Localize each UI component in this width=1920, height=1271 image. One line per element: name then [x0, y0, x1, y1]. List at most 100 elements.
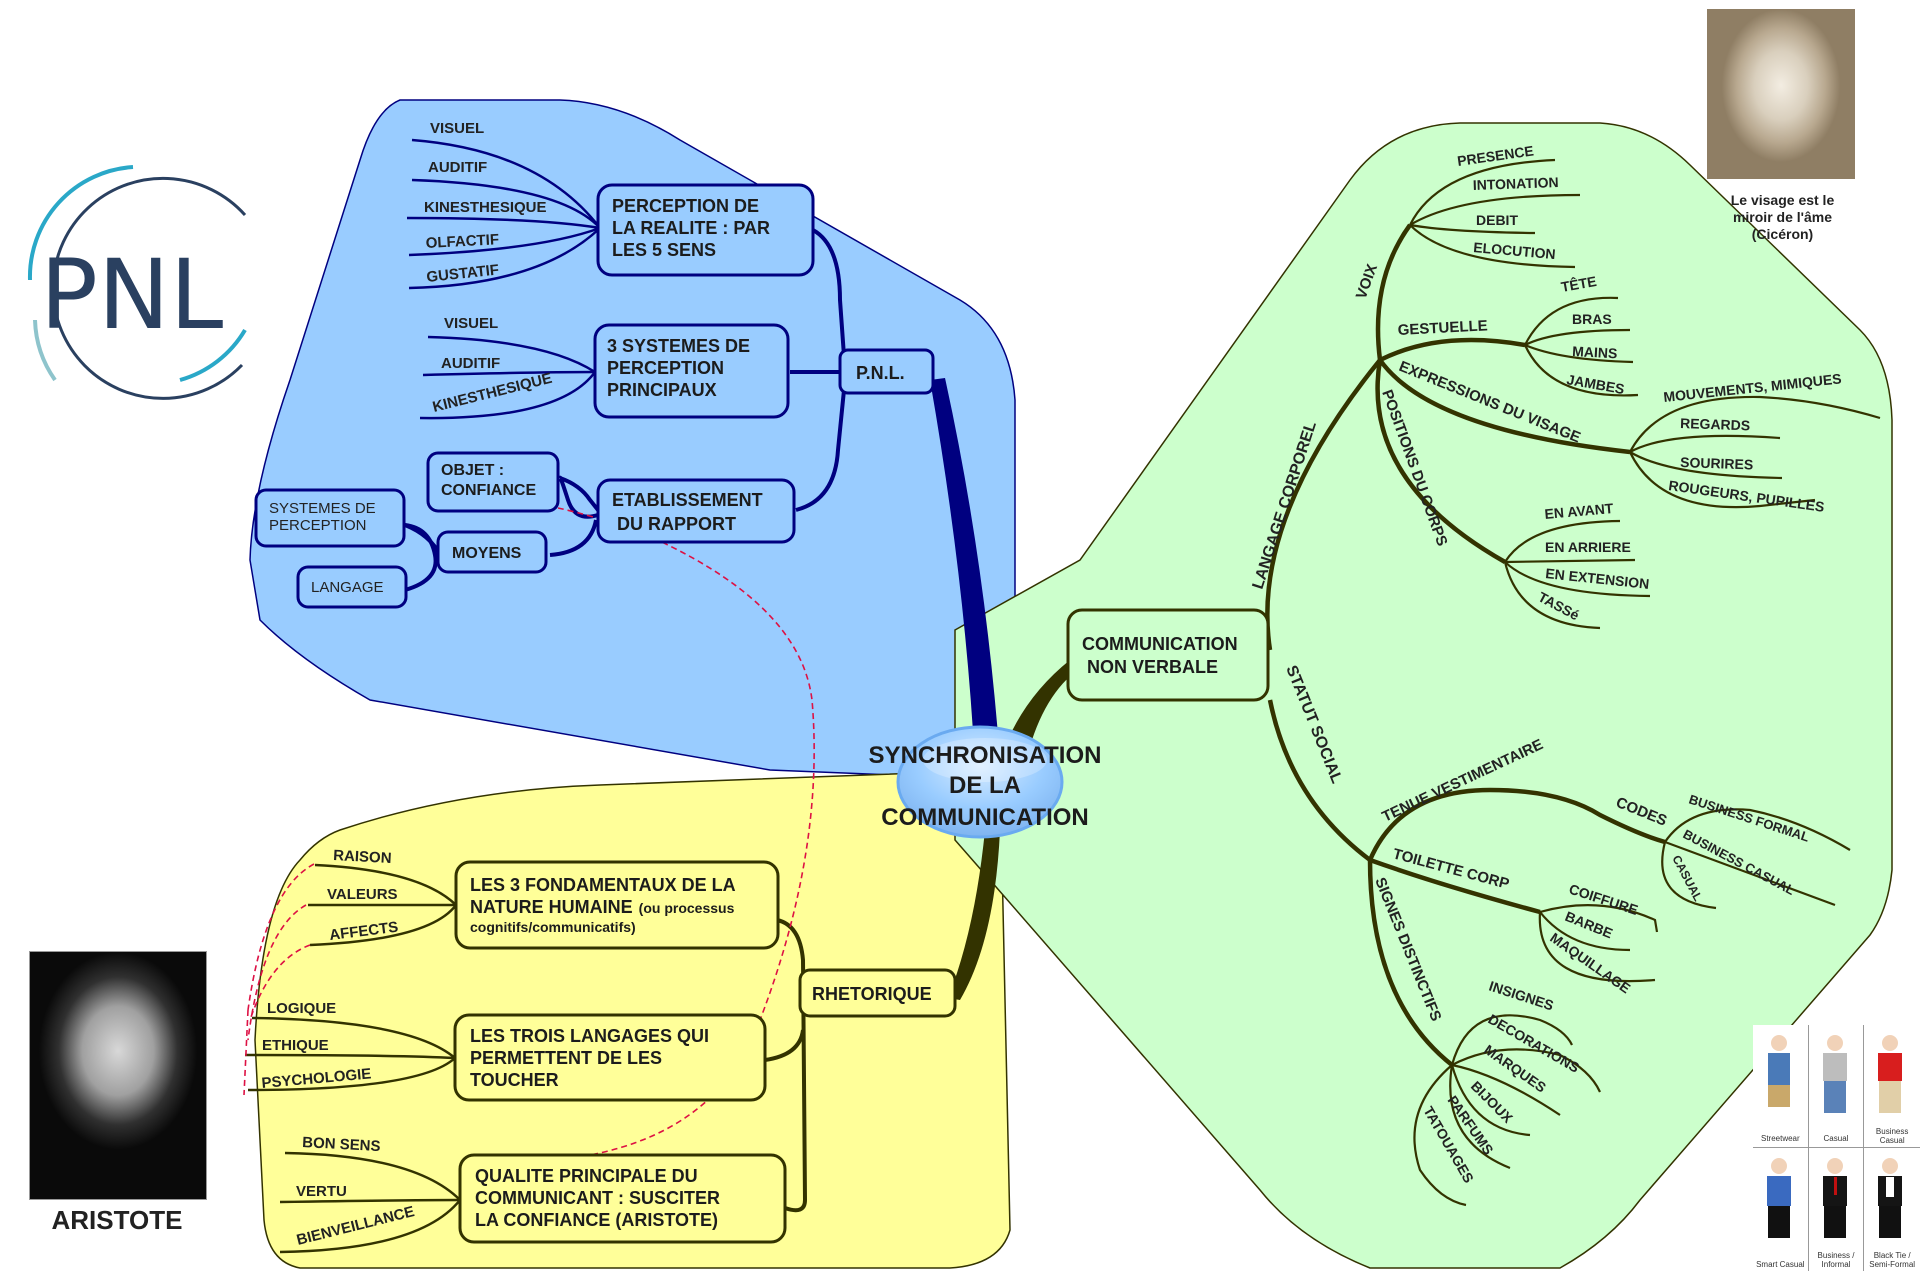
node-rhetorique[interactable]: RHETORIQUE: [798, 968, 957, 1018]
dress-code-grid: Streetwear Casual Business Casual Smart …: [1753, 1025, 1920, 1271]
label-gestuelle: GESTUELLE: [1397, 317, 1488, 339]
leaf-raison: RAISON: [333, 847, 392, 867]
leaf-sourires: SOURIRES: [1680, 454, 1754, 473]
node-nv-line-1: COMMUNICATION: [1082, 634, 1238, 654]
dress-smart-casual: Smart Casual: [1753, 1148, 1809, 1271]
node-lang-line-3: TOUCHER: [470, 1070, 559, 1090]
leaf-tete: TÊTE: [1560, 272, 1598, 295]
node-langage[interactable]: LANGAGE: [296, 565, 408, 609]
node-systemes-line-3: PRINCIPAUX: [607, 380, 717, 400]
ciceron-caption-line-2: miroir de l'âme: [1732, 209, 1833, 225]
pnl-logo: PNL: [27, 165, 247, 400]
systemes-fan: [419, 335, 597, 420]
node-etablissement-rapport[interactable]: ETABLISSEMENT DU RAPPORT: [596, 478, 796, 544]
leaf-elocution: ELOCUTION: [1473, 239, 1557, 262]
central-line-2: DE LA: [949, 772, 1021, 799]
node-pnl-label: P.N.L.: [856, 363, 905, 383]
node-qual-line-3: LA CONFIANCE (ARISTOTE): [475, 1210, 718, 1230]
leaf-regards: REGARDS: [1680, 415, 1751, 433]
ciceron-caption-line-3: (Cicéron): [1751, 226, 1814, 242]
leaf-bon-sens: BON SENS: [302, 1134, 381, 1155]
node-qual-line-2: COMMUNICANT : SUSCITER: [475, 1188, 720, 1208]
leaf-bras: BRAS: [1572, 311, 1612, 327]
node-sp-line-2: PERCEPTION: [269, 517, 367, 534]
dress-label-streetwear: Streetwear: [1760, 1134, 1800, 1143]
node-objet-confiance[interactable]: OBJET : CONFIANCE: [426, 451, 560, 513]
node-perception[interactable]: PERCEPTION DE LA REALITE : PAR LES 5 SEN…: [596, 183, 815, 277]
central-node[interactable]: SYNCHRONISATION DE LA COMMUNICATION: [869, 725, 1102, 839]
fondamentaux-leaves: RAISON VALEURS AFFECTS: [327, 847, 399, 944]
node-fond-line-2: NATURE HUMAINE (ou processus: [470, 897, 735, 917]
branch-pnl: [930, 378, 1000, 765]
node-lang-line-2: PERMETTENT DE LES: [470, 1048, 662, 1068]
leaf-valeurs: VALEURS: [327, 886, 398, 903]
branch-rhetorique: [948, 830, 1000, 1000]
fondamentaux-fan: [308, 863, 458, 947]
node-non-verbale[interactable]: COMMUNICATION NON VERBALE: [1066, 608, 1270, 702]
leaf-intonation: INTONATION: [1473, 174, 1559, 193]
leaf-logique: LOGIQUE: [267, 1000, 336, 1017]
dress-label-casual: Casual: [1823, 1134, 1849, 1143]
leaf-visuel-2: VISUEL: [444, 315, 498, 332]
node-systemes[interactable]: 3 SYSTEMES DE PERCEPTION PRINCIPAUX: [593, 323, 790, 419]
central-line-3: COMMUNICATION: [881, 804, 1089, 831]
node-rapport-line-2: DU RAPPORT: [612, 514, 736, 534]
leaf-mains: MAINS: [1572, 343, 1618, 361]
node-rhetorique-label: RHETORIQUE: [812, 984, 932, 1004]
leaf-en-arriere: EN ARRIERE: [1545, 539, 1631, 555]
dress-label-business-casual: Business Casual: [1875, 1127, 1909, 1145]
zone-non-verbale: [954, 122, 1893, 1269]
dress-label-business-informal: Business / Informal: [1817, 1251, 1855, 1269]
dress-label-black-tie: Black Tie / Semi-Formal: [1869, 1251, 1916, 1269]
dress-streetwear: Streetwear: [1753, 1025, 1809, 1148]
node-perception-line-3: LES 5 SENS: [612, 240, 716, 260]
node-fond-line-2-main: NATURE HUMAINE: [470, 897, 633, 917]
node-moyens-label: MOYENS: [452, 545, 522, 562]
node-perception-line-2: LA REALITE : PAR: [612, 218, 770, 238]
qualite-fan: [279, 1151, 461, 1254]
dress-business-casual: Business Casual: [1864, 1025, 1920, 1148]
node-sp-line-1: SYSTEMES DE: [269, 500, 376, 517]
node-langage-label: LANGAGE: [311, 579, 384, 596]
node-systemes-line-1: 3 SYSTEMES DE: [607, 336, 750, 356]
leaf-debit: DEBIT: [1476, 212, 1518, 228]
node-qualite[interactable]: QUALITE PRINCIPALE DU COMMUNICANT : SUSC…: [458, 1153, 787, 1244]
leaf-visuel: VISUEL: [430, 120, 484, 137]
ciceron-caption: Le visage est le miroir de l'âme (Cicéro…: [1710, 192, 1855, 243]
node-lang-line-1: LES TROIS LANGAGES QUI: [470, 1026, 709, 1046]
leaf-auditif-2: AUDITIF: [441, 355, 500, 372]
ciceron-portrait: [1707, 9, 1855, 179]
node-objet-line-2: CONFIANCE: [441, 482, 536, 499]
node-pnl[interactable]: P.N.L.: [838, 348, 935, 395]
langages-fan: [244, 1016, 456, 1092]
dress-black-tie: Black Tie / Semi-Formal: [1864, 1148, 1920, 1271]
leaf-auditif: AUDITIF: [428, 159, 487, 176]
aristote-caption: ARISTOTE: [51, 1205, 183, 1235]
pnl-logo-text: PNL: [40, 239, 223, 351]
aristote-portrait: [29, 951, 207, 1200]
node-objet-line-1: OBJET :: [441, 462, 504, 479]
pnl-connectors: [404, 228, 851, 592]
node-systemes-perception[interactable]: SYSTEMES DE PERCEPTION: [254, 488, 406, 548]
leaf-en-avant: EN AVANT: [1544, 500, 1615, 522]
perception-fan: [406, 138, 601, 290]
node-perception-line-1: PERCEPTION DE: [612, 196, 759, 216]
node-fond-note-2: cognitifs/communicatifs): [470, 919, 636, 935]
leaf-olfactif: OLFACTIF: [425, 231, 499, 252]
node-fondamentaux[interactable]: LES 3 FONDAMENTAUX DE LA NATURE HUMAINE (…: [454, 860, 780, 950]
node-fond-line-1: LES 3 FONDAMENTAUX DE LA: [470, 875, 736, 895]
leaf-ethique: ETHIQUE: [262, 1037, 329, 1054]
node-fond-note-1: (ou processus: [639, 900, 735, 916]
leaf-connectors: [1409, 158, 1881, 1207]
leaf-vertu: VERTU: [296, 1183, 347, 1200]
leaf-kinesthesique: KINESTHESIQUE: [424, 199, 547, 216]
node-qual-line-1: QUALITE PRINCIPALE DU: [475, 1166, 698, 1186]
node-rapport-line-1: ETABLISSEMENT: [612, 490, 763, 510]
node-moyens[interactable]: MOYENS: [436, 530, 548, 574]
perception-leaves: VISUEL AUDITIF KINESTHESIQUE OLFACTIF GU…: [424, 120, 547, 286]
non-verbale-connectors: [1265, 223, 1666, 1067]
node-langages[interactable]: LES TROIS LANGAGES QUI PERMETTENT DE LES…: [453, 1013, 767, 1102]
node-nv-line-2: NON VERBALE: [1082, 657, 1218, 677]
ciceron-caption-line-1: Le visage est le: [1730, 192, 1835, 208]
